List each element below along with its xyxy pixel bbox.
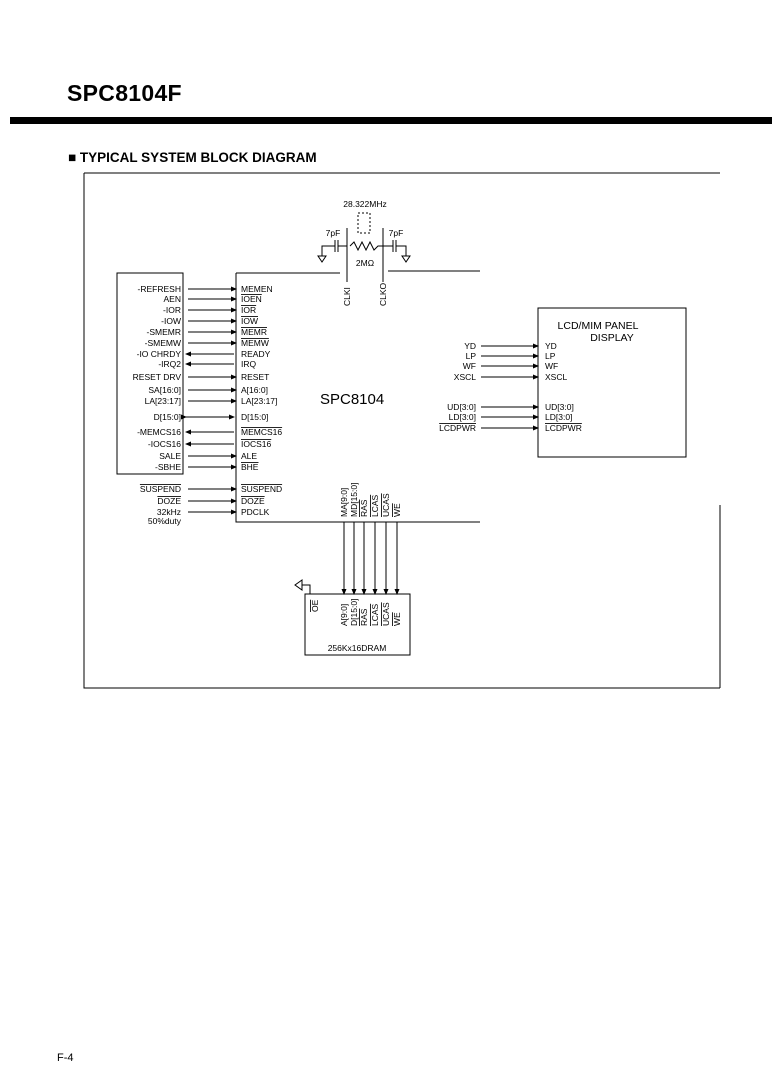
isa-signal-label: -REFRESH [138,284,181,294]
controller-dram-pin-label: MD[15:0] [349,483,359,518]
controller-pin-label: RESET [241,372,269,382]
isa-signal-label: -SMEMR [147,327,181,337]
resistor-icon [349,240,383,252]
dram-box [304,593,411,656]
controller-pin-label: A[16:0] [241,385,268,395]
controller-output-label: LCDPWR [439,423,476,433]
controller-pin-label: MEMCS16 [241,427,282,437]
controller-dram-pin-label: UCAS [381,493,391,517]
controller-pin-label: MEMW [241,338,269,348]
controller-output-label: LP [466,351,477,361]
dram-pin-label: LCAS [370,603,380,626]
controller-pin-label: IRQ [241,359,257,369]
dram-pin-label: RAS [359,608,369,626]
controller-pin-label: DOZE [241,496,265,506]
controller-pin-label: IOEN [241,294,262,304]
controller-pin-label: BHE [241,462,259,472]
header-rule [10,117,772,124]
panel-input-label: LCDPWR [545,423,582,433]
dram-pin-label: A[9:0] [339,604,349,626]
clko-pin-label: CLKO [378,282,388,306]
controller-pin-label: READY [241,349,271,359]
dram-pin-label: UCAS [381,602,391,626]
controller-pin-label: LA[23:17] [241,396,277,406]
isa-signal-label: -SMEMW [145,338,181,348]
capacitor-left-label: 7pF [326,228,341,238]
controller-output-label: UD[3:0] [447,402,476,412]
isa-signal-label: -SBHE [155,462,181,472]
section-heading: ■ TYPICAL SYSTEM BLOCK DIAGRAM [68,150,317,165]
oe-arrow-icon [294,579,311,594]
controller-dram-pin-label: LCAS [370,494,380,517]
isa-signal-label: AEN [164,294,181,304]
controller-output-label: XSCL [454,372,476,382]
isa-signal-label: -IRQ2 [158,359,181,369]
isa-signal-label: LA[23:17] [145,396,181,406]
controller-pin-label: SUSPEND [241,484,282,494]
power-signal-label: DOZE [157,496,181,506]
controller-pin-label: IOCS16 [241,439,272,449]
page-number: F-4 [57,1052,74,1064]
panel-input-label: LP [545,351,556,361]
panel-title: LCD/MIM PANEL [558,320,639,332]
part-number-title: SPC8104F [67,80,182,106]
crystal-frequency: 28.322MHz [343,199,386,209]
isa-signal-label: SA[16:0] [148,385,181,395]
controller-pin-label: MEMR [241,327,267,337]
dram-oe-label: OE [310,599,320,612]
controller-pin-label: PDCLK [241,507,270,517]
section-heading-text: TYPICAL SYSTEM BLOCK DIAGRAM [79,150,317,165]
controller-pin-label: MEMEN [241,284,273,294]
panel-input-label: LD[3:0] [545,412,572,422]
capacitor-ground-right-icon [383,240,411,263]
power-signal-label: SUSPEND [140,484,181,494]
clki-pin-label: CLKI [342,287,352,306]
resistor-label: 2MΩ [356,258,374,268]
capacitor-ground-left-icon [317,240,347,263]
crystal-icon [357,212,371,234]
isa-signal-label: SALE [159,451,181,461]
controller-output-label: WF [463,361,476,371]
isa-signal-label: -IOW [161,316,181,326]
panel-box [537,307,687,458]
isa-signal-label: RESET DRV [133,372,182,382]
controller-dram-pin-label: RAS [359,499,369,517]
panel-title: DISPLAY [590,332,634,344]
controller-pin-label: IOR [241,305,256,315]
controller-pin-label: IOW [241,316,258,326]
panel-input-label: UD[3:0] [545,402,574,412]
panel-input-label: WF [545,361,558,371]
panel-input-label: YD [545,341,557,351]
controller-label: SPC8104 [320,391,384,408]
clock-duty-note: 50%duty [148,516,182,526]
isa-signal-label: -IO CHRDY [137,349,182,359]
controller-pin-label: ALE [241,451,257,461]
isa-signal-label: -IOCS16 [148,439,181,449]
capacitor-right-label: 7pF [389,228,404,238]
controller-dram-pin-label: MA[9:0] [339,488,349,517]
isa-signal-label: -MEMCS16 [137,427,181,437]
controller-output-label: YD [464,341,476,351]
controller-dram-pin-label: WE [392,503,402,517]
controller-box [235,270,480,523]
panel-input-label: XSCL [545,372,567,382]
dram-pin-label: D[15:0] [349,599,359,626]
controller-pin-label: D[15:0] [241,412,268,422]
power-signal-label: 32kHz [157,507,181,517]
bullet-square-icon: ■ [68,150,77,165]
controller-output-label: LD[3:0] [449,412,476,422]
isa-signal-label: D[15:0] [154,412,181,422]
isa-bus-box [116,272,184,475]
dram-pin-label: WE [392,612,402,626]
isa-signal-label: -IOR [163,305,181,315]
frame [83,172,721,689]
dram-label: 256Kx16DRAM [328,643,387,653]
